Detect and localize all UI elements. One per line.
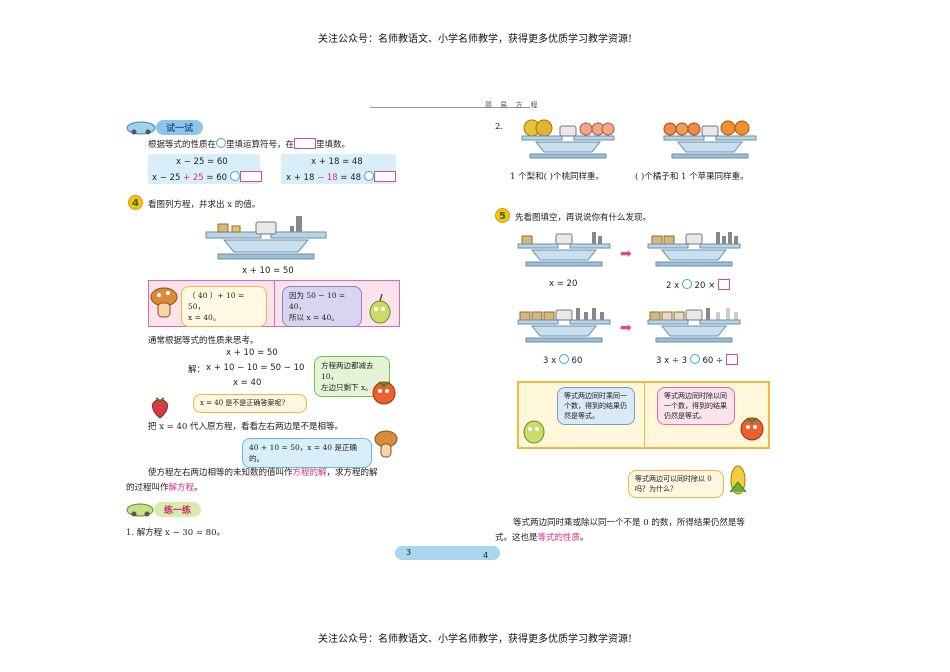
bottom-banner: 关注公众号：名师教语文、小学名师教学，获得更多优质学习教学资源! bbox=[317, 634, 633, 645]
scale-row2-left bbox=[516, 306, 612, 349]
try-icon bbox=[126, 118, 156, 137]
scale-row2-right bbox=[646, 306, 742, 349]
row2-square-blank[interactable] bbox=[725, 354, 738, 365]
page-number-left: 3 bbox=[406, 548, 412, 557]
arrow-right-icon: ➡ bbox=[620, 246, 632, 262]
right-method-bubble: 因为 50 − 10 = 40，所以 x = 40。 bbox=[282, 286, 362, 327]
fruit-scale-left bbox=[520, 118, 616, 165]
row2-left-equation: 3 x 60 bbox=[543, 354, 583, 366]
summary-right-bubble: 等式两边同时除以同一个数，得到的结果仍然是等式。 bbox=[657, 387, 735, 425]
fruit-scale-right bbox=[662, 118, 758, 165]
left-method-bubble: （ 40 ）+ 10 = 50，x = 40。 bbox=[181, 286, 267, 327]
try-instruction: 根据等式的性质在里填运算符号，在里填数。 bbox=[148, 138, 351, 150]
header-title: 简 易 方 程 bbox=[485, 101, 541, 109]
example-5-badge: 5 bbox=[495, 208, 510, 223]
solution-label: 解： bbox=[188, 365, 206, 375]
solution-line-2: x + 10 − 10 = 50 − 10 bbox=[206, 363, 305, 373]
eq1-line1: x − 25 = 60 bbox=[176, 157, 228, 167]
strawberry-character bbox=[148, 394, 172, 423]
scale-row1-right bbox=[646, 230, 742, 273]
eq2-square-blank[interactable] bbox=[373, 171, 396, 182]
row2-right-equation: 3 x ÷ 3 60 ÷ bbox=[656, 354, 738, 366]
practice-title: 练一练 bbox=[154, 502, 202, 517]
eq2-circle-blank[interactable] bbox=[363, 171, 374, 181]
definition-line-1: 使方程左右两边相等的未知数的值叫作方程的解，求方程的解 bbox=[148, 468, 378, 478]
conclusion-line-1: 等式两边同时乘或除以同一个不是 0 的数，所得结果仍然是等 bbox=[513, 518, 745, 528]
conclusion-line-2: 式。这也是等式的性质。 bbox=[495, 533, 589, 543]
eq2-line1: x + 18 = 48 bbox=[311, 157, 363, 167]
division-zero-question: 等式两边可以同时除以 0 吗？为什么？ bbox=[628, 470, 724, 498]
check-text: 把 x = 40 代入原方程，看看左右两边是不是相等。 bbox=[148, 422, 344, 432]
header-rule bbox=[370, 107, 530, 108]
row1-right-equation: 2 x 20 × bbox=[666, 279, 730, 291]
row1-left-equation: x = 20 bbox=[549, 279, 578, 289]
usually-text: 通常根据等式的性质来思考。 bbox=[148, 336, 259, 346]
solution-line-3: x = 40 bbox=[233, 378, 262, 388]
summary-left-bubble: 等式两边同时乘同一个数，得到的结果仍然是等式。 bbox=[557, 387, 635, 425]
eq2-line2: x + 18 − 18 = 48 bbox=[286, 171, 396, 183]
page-tab bbox=[395, 546, 500, 560]
try-title: 试一试 bbox=[156, 120, 204, 135]
example-5-text: 先看图填空，再说说你有什么发现。 bbox=[515, 213, 652, 223]
pear-character bbox=[368, 292, 392, 327]
mushroom-character bbox=[150, 287, 178, 324]
method-box-divider bbox=[274, 281, 275, 326]
q2-text-a: 1 个梨和( )个桃同样重。 bbox=[510, 172, 604, 182]
practice-item-1: 1. 解方程 x − 30 = 80。 bbox=[126, 528, 225, 538]
example-4-equation: x + 10 = 50 bbox=[242, 266, 294, 276]
check-bubble: 40 + 10 = 50，x = 40 是正确的。 bbox=[242, 438, 372, 468]
pear-character-2 bbox=[522, 412, 546, 447]
q2-text-b: ( )个橘子和 1 个苹果同样重。 bbox=[635, 172, 749, 182]
row1-square-blank[interactable] bbox=[717, 279, 730, 290]
eq1-line2: x − 25 + 25 = 60 bbox=[152, 171, 262, 183]
circle-blank-icon bbox=[216, 138, 227, 148]
solution-line-1: x + 10 = 50 bbox=[226, 348, 278, 358]
example-4-badge: 4 bbox=[128, 195, 143, 210]
row2-left-circle-blank[interactable] bbox=[558, 354, 569, 364]
tomato-character-2 bbox=[738, 414, 766, 445]
question-bubble: x = 40 是不是正确答案呢? bbox=[193, 394, 307, 413]
scale-row1-left bbox=[516, 230, 612, 273]
tomato-character bbox=[370, 378, 398, 409]
page-number-right: 4 bbox=[483, 551, 489, 560]
balance-scale-image bbox=[204, 212, 328, 265]
summary-box-divider bbox=[644, 383, 645, 447]
square-blank-icon bbox=[294, 138, 317, 149]
eq1-circle-blank[interactable] bbox=[229, 171, 240, 181]
example-4-text: 看图列方程，并求出 x 的值。 bbox=[148, 200, 261, 210]
definition-line-2: 的过程叫作解方程。 bbox=[126, 483, 203, 493]
top-banner: 关注公众号：名师教语文、小学名师教学，获得更多优质学习教学资源! bbox=[317, 34, 633, 45]
arrow-right-icon: ➡ bbox=[620, 320, 632, 336]
practice-icon bbox=[126, 500, 154, 519]
q2-number: 2. bbox=[495, 122, 504, 132]
eq1-square-blank[interactable] bbox=[239, 171, 262, 182]
row2-right-circle-blank[interactable] bbox=[689, 354, 700, 364]
corn-character bbox=[728, 462, 748, 501]
row1-circle-blank[interactable] bbox=[681, 279, 692, 289]
mushroom-character-2 bbox=[374, 430, 398, 463]
